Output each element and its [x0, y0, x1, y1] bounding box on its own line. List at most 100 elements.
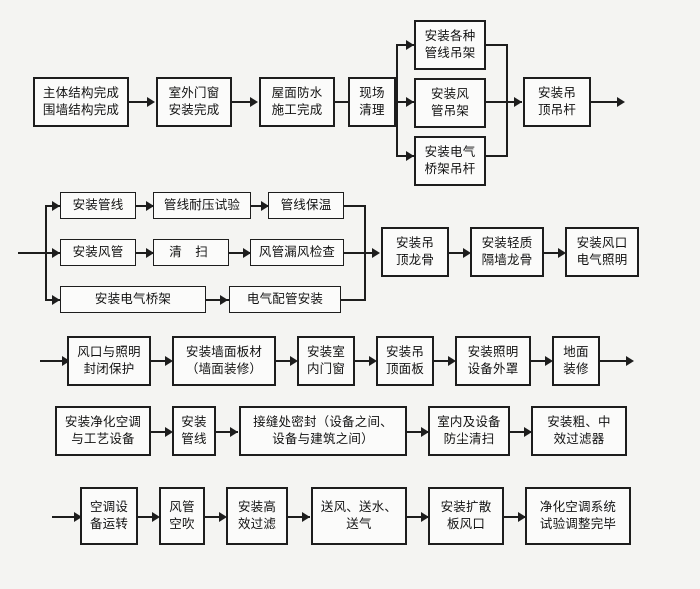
- connector: [591, 101, 621, 103]
- connector: [52, 516, 80, 518]
- node-install-primary-medium-filters[interactable]: 安装粗、中 效过滤器: [531, 406, 627, 456]
- node-line: 装修: [563, 362, 589, 376]
- arrow-head: [220, 295, 228, 305]
- node-line: 室内及设备: [437, 414, 501, 429]
- arrow-head: [219, 512, 227, 522]
- connector: [18, 252, 46, 254]
- node-line: 安装管线: [72, 197, 124, 212]
- connector: [341, 299, 366, 301]
- connector: [434, 360, 454, 362]
- node-line: 隔墙龙骨: [481, 253, 533, 267]
- node-line: 桥架吊杆: [424, 162, 476, 176]
- node-cleanroom-hvac-commissioning-complete[interactable]: 净化空调系统 试验调整完毕: [525, 487, 631, 545]
- node-line: 安装室: [306, 344, 346, 359]
- node-duct-air-blowing[interactable]: 风管 空吹: [159, 487, 205, 545]
- node-install-ceiling-panels[interactable]: 安装吊 顶面板: [376, 336, 434, 386]
- arrow-head: [230, 427, 238, 437]
- node-install-air-ducts[interactable]: 安装风管: [60, 239, 136, 266]
- node-line: 安装: [181, 414, 207, 429]
- node-supply-air-water-gas[interactable]: 送风、送水、 送气: [311, 487, 407, 545]
- connector: [486, 101, 522, 103]
- node-line: 施工完成: [271, 103, 323, 117]
- connector: [544, 252, 564, 254]
- node-line: 送气: [346, 517, 372, 531]
- node-line: 地面: [563, 344, 589, 359]
- node-pipeline-insulation[interactable]: 管线保温: [268, 192, 344, 219]
- node-install-wall-panels[interactable]: 安装墙面板材 （墙面装修）: [172, 336, 276, 386]
- node-line: 顶龙骨: [395, 253, 435, 267]
- arrow-head: [463, 248, 471, 258]
- node-line: 围墙结构完成: [42, 103, 120, 117]
- node-line: 试验调整完毕: [539, 517, 617, 531]
- node-pipeline-pressure-test[interactable]: 管线耐压试验: [153, 192, 251, 219]
- node-vent-lighting-sealing-protection[interactable]: 风口与照明 封闭保护: [67, 336, 151, 386]
- node-line: 清理: [359, 103, 385, 117]
- connector: [407, 516, 429, 518]
- node-line: 设备与建筑之间）: [272, 432, 374, 446]
- node-line: 风口与照明: [77, 344, 141, 359]
- node-floor-finishing[interactable]: 地面 装修: [552, 336, 600, 386]
- arrow-head: [52, 295, 60, 305]
- node-cleaning[interactable]: 清 扫: [153, 239, 229, 266]
- node-line: 防尘清扫: [443, 432, 495, 446]
- arrow-head: [421, 512, 429, 522]
- arrow-head: [406, 40, 414, 50]
- node-line: 与工艺设备: [71, 432, 135, 446]
- node-line: 安装各种: [424, 28, 476, 43]
- node-hvac-equipment-operation[interactable]: 空调设 备运转: [80, 487, 138, 545]
- node-install-interior-doors-windows[interactable]: 安装室 内门窗: [297, 336, 355, 386]
- connector: [129, 101, 151, 103]
- connector: [449, 252, 469, 254]
- arrow-head: [406, 97, 414, 107]
- node-line: 管线保温: [280, 197, 332, 212]
- node-line: 安装轻质: [481, 235, 533, 250]
- node-line: 送风、送水、: [320, 499, 398, 514]
- node-line: 顶面板: [385, 362, 425, 376]
- node-install-cleanroom-hvac-process-equipment[interactable]: 安装净化空调 与工艺设备: [55, 406, 151, 456]
- node-line: 安装照明: [467, 344, 519, 359]
- node-line: 接缝处密封（设备之间、: [253, 414, 393, 429]
- arrow-head: [147, 97, 155, 107]
- connector: [486, 44, 508, 46]
- connector: [276, 360, 296, 362]
- node-install-electrical-tray-hangers[interactable]: 安装电气 桥架吊杆: [414, 136, 486, 186]
- connector: [506, 44, 508, 157]
- node-exterior-doors-windows[interactable]: 室外门窗 安装完成: [156, 77, 232, 127]
- node-joint-sealing[interactable]: 接缝处密封（设备之间、 设备与建筑之间）: [239, 406, 407, 456]
- node-roof-waterproofing[interactable]: 屋面防水 施工完成: [259, 77, 335, 127]
- node-install-diffuser-vents[interactable]: 安装扩散 板风口: [428, 487, 504, 545]
- node-site-cleanup[interactable]: 现场 清理: [348, 77, 396, 127]
- node-line: 安装高: [237, 499, 277, 514]
- arrow-head: [421, 427, 429, 437]
- node-install-pipelines-2[interactable]: 安装 管线: [172, 406, 216, 456]
- node-install-ceiling-rods[interactable]: 安装吊 顶吊杆: [523, 77, 591, 127]
- node-line: 现场: [359, 85, 385, 100]
- node-line: 电气配管安装: [246, 291, 324, 306]
- node-line: 安装墙面板材: [185, 344, 263, 359]
- node-install-lighting-equipment-covers[interactable]: 安装照明 设备外罩: [455, 336, 531, 386]
- node-install-hepa-filters[interactable]: 安装高 效过滤: [226, 487, 288, 545]
- connector: [151, 431, 171, 433]
- node-indoor-equipment-dust-cleaning[interactable]: 室内及设备 防尘清扫: [428, 406, 510, 456]
- node-duct-leak-test[interactable]: 风管漏风检查: [250, 239, 344, 266]
- connector: [510, 431, 532, 433]
- node-line: 安装净化空调: [64, 414, 142, 429]
- node-electrical-conduit-install[interactable]: 电气配管安装: [229, 286, 341, 313]
- connector: [229, 252, 251, 254]
- node-install-ceiling-keel[interactable]: 安装吊 顶龙骨: [381, 227, 449, 277]
- arrow-head: [250, 97, 258, 107]
- node-install-lightweight-partition-keel[interactable]: 安装轻质 隔墙龙骨: [470, 227, 544, 277]
- node-install-pipe-hangers[interactable]: 安装各种 管线吊架: [414, 20, 486, 70]
- connector: [531, 360, 551, 362]
- node-install-duct-hangers[interactable]: 安装风 管吊架: [414, 78, 486, 128]
- arrow-head: [261, 201, 269, 211]
- arrow-head: [165, 356, 173, 366]
- node-install-electrical-tray[interactable]: 安装电气桥架: [60, 286, 206, 313]
- node-line: 安装风管: [72, 244, 124, 259]
- arrow-head: [448, 356, 456, 366]
- connector: [396, 44, 414, 46]
- node-main-structure-done[interactable]: 主体结构完成 围墙结构完成: [33, 77, 129, 127]
- connector: [504, 516, 526, 518]
- node-install-vent-electrical-lighting[interactable]: 安装风口 电气照明: [565, 227, 639, 277]
- node-install-pipelines[interactable]: 安装管线: [60, 192, 136, 219]
